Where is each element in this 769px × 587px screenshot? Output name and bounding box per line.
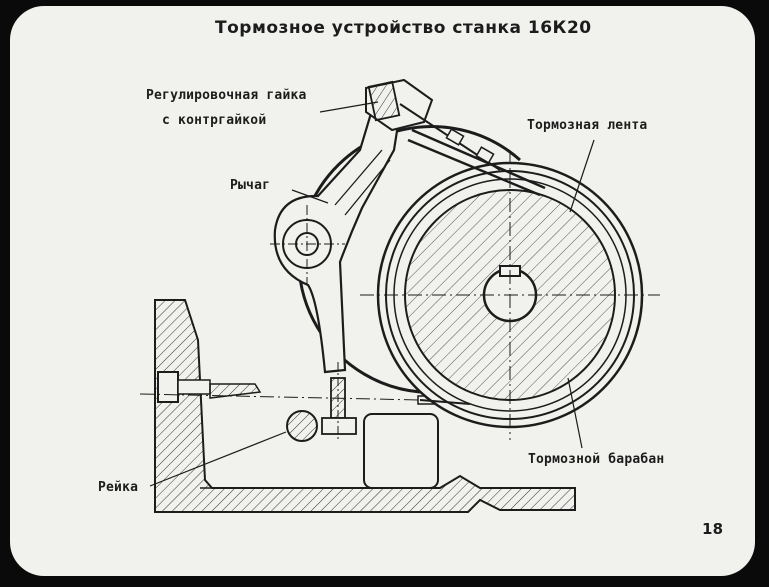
label-lever: Рычаг — [230, 178, 271, 193]
label-adjusting-nut-line1: Регулировочная гайка — [146, 88, 307, 103]
label-brake-drum: Тормозной барабан — [528, 452, 665, 467]
label-brake-band: Тормозная лента — [527, 118, 648, 133]
brake-drum — [360, 150, 660, 440]
page-number: 18 — [702, 520, 724, 538]
label-rack: Рейка — [98, 480, 139, 495]
lever — [270, 108, 402, 440]
adjusting-nut — [365, 78, 501, 171]
leader-lines — [149, 101, 595, 487]
label-adjusting-nut-line2: с контргайкой — [162, 113, 267, 128]
rack-ball — [286, 410, 318, 442]
slide-title: Тормозное устройство станка 16К20 — [215, 18, 592, 38]
rack-guide — [139, 371, 421, 403]
